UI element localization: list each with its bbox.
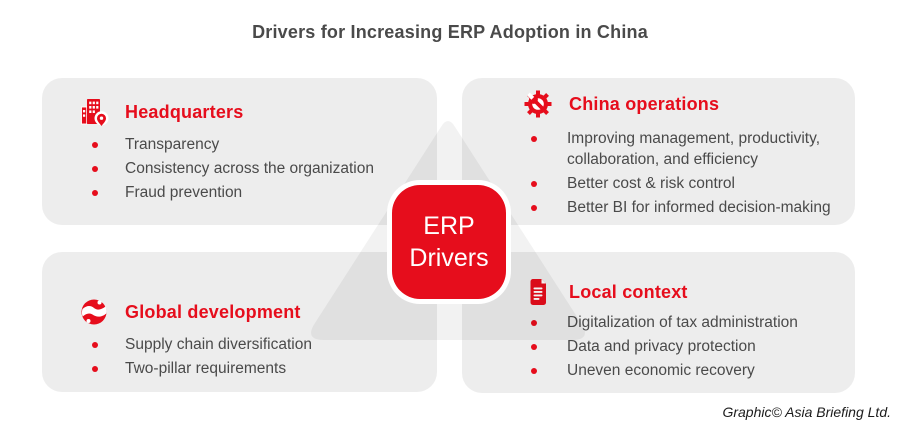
list-item: Two-pillar requirements — [78, 358, 419, 379]
panel-title: Local context — [569, 281, 688, 302]
bullet-text: Transparency — [125, 136, 220, 153]
bullet-text: Supply chain diversification — [125, 336, 312, 353]
list-item: Supply chain diversification — [78, 334, 419, 355]
panel-local-context: Local context Digitalization of tax admi… — [462, 252, 855, 393]
bullet-dot — [531, 368, 537, 374]
panel-header: China operations — [522, 88, 845, 120]
bullet-dot — [531, 320, 537, 326]
list-item: Fraud prevention — [78, 182, 419, 203]
bullet-dot — [531, 344, 537, 350]
globe-icon — [78, 296, 110, 328]
list-item: Better BI for informed decision-making — [522, 197, 845, 218]
panel-header: Headquarters — [78, 96, 419, 128]
panel-title: China operations — [569, 93, 720, 114]
list-item: Uneven economic recovery — [522, 360, 845, 381]
bullet-dot — [92, 190, 98, 196]
bullet-dot — [92, 166, 98, 172]
erp-drivers-label: ERP Drivers — [409, 212, 489, 272]
list-item: Better cost & risk control — [522, 173, 845, 194]
gear-wrench-icon — [522, 88, 554, 120]
panel-china-operations: China operations Improving management, p… — [462, 78, 855, 225]
bullet-dot — [92, 142, 98, 148]
bullet-list: Supply chain diversification Two-pillar … — [78, 334, 419, 379]
panel-header: Local context — [522, 276, 845, 308]
graphic-credit: Graphic© Asia Briefing Ltd. — [722, 404, 891, 420]
list-item: Data and privacy protection — [522, 336, 845, 357]
bullet-text: Better cost & risk control — [567, 175, 735, 192]
list-item: Transparency — [78, 134, 419, 155]
bullet-dot — [531, 181, 537, 187]
panel-headquarters: Headquarters Transparency Consistency ac… — [42, 78, 437, 225]
bullet-text: Uneven economic recovery — [567, 362, 755, 379]
bullet-text: Data and privacy protection — [567, 338, 756, 355]
panel-title: Headquarters — [125, 101, 244, 122]
list-item: Digitalization of tax administration — [522, 312, 845, 333]
bullet-list: Improving management, productivity, coll… — [522, 128, 845, 218]
bullet-text: Two-pillar requirements — [125, 360, 287, 377]
bullet-list: Digitalization of tax administration Dat… — [522, 312, 845, 381]
panel-title: Global development — [125, 301, 301, 322]
panel-header: Global development — [78, 296, 419, 328]
document-icon — [522, 276, 554, 308]
chart-title: Drivers for Increasing ERP Adoption in C… — [252, 22, 648, 42]
erp-drivers-box: ERP Drivers — [392, 185, 506, 299]
bullet-text: Consistency across the organization — [125, 160, 374, 177]
bullet-text: Improving management, productivity, coll… — [567, 130, 820, 168]
bullet-text: Better BI for informed decision-making — [567, 199, 831, 216]
bullet-list: Transparency Consistency across the orga… — [78, 134, 419, 203]
list-item: Consistency across the organization — [78, 158, 419, 179]
building-location-icon — [78, 96, 110, 128]
bullet-dot — [92, 342, 98, 348]
bullet-text: Digitalization of tax administration — [567, 314, 798, 331]
bullet-dot — [92, 366, 98, 372]
bullet-dot — [531, 136, 537, 142]
list-item: Improving management, productivity, coll… — [522, 128, 845, 170]
panel-global-development: Global development Supply chain diversif… — [42, 252, 437, 392]
bullet-dot — [531, 205, 537, 211]
bullet-text: Fraud prevention — [125, 184, 243, 201]
